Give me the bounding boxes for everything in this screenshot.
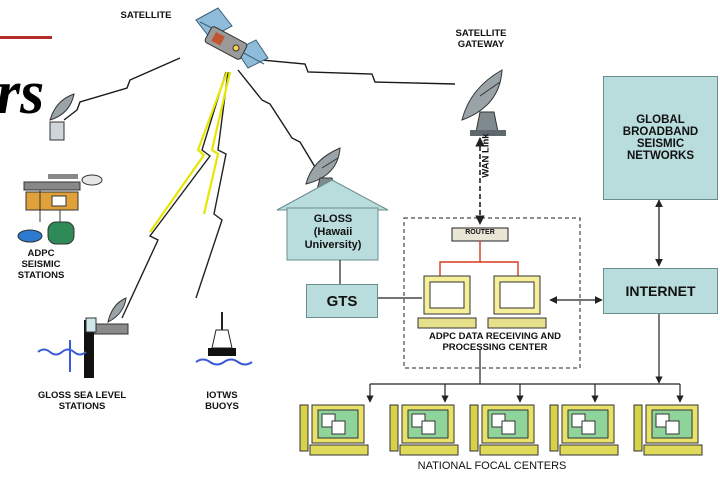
buoy-icon	[195, 312, 253, 366]
satellite-icon	[195, 7, 269, 69]
wan-link-label: WAN Link	[480, 133, 492, 178]
satellite-wireless-links	[63, 57, 456, 319]
gloss-sea-level-stations-label: GLOSS SEA LEVEL STATIONS	[37, 390, 127, 413]
adpc-center-frame	[403, 217, 581, 369]
satellite-gateway-label: SATELLITE GATEWAY	[455, 28, 507, 51]
adpc-workstation-icons	[417, 275, 547, 329]
router-pc-links	[439, 241, 519, 276]
gts-box: GTS	[306, 284, 378, 318]
router-label: ROUTER	[465, 229, 495, 236]
gloss-building-body	[286, 207, 379, 261]
national-focal-centers-label: NATIONAL FOCAL CENTERS	[417, 460, 567, 472]
page-heading-fragment: rs	[0, 59, 45, 127]
satellite-gateway-dish-icon	[461, 69, 506, 136]
focal-distribution-lines	[366, 314, 684, 403]
satellite-label: SATELLITE	[120, 10, 172, 21]
gloss-label: GLOSS (Hawaii University)	[304, 213, 362, 251]
internet-box: INTERNET	[603, 268, 718, 314]
global-broadband-seismic-networks-box: GLOBAL BROADBAND SEISMIC NETWORKS	[603, 76, 718, 200]
iotws-buoys-label: IOTWS BUOYS	[205, 390, 239, 413]
tide-gauge-icon	[37, 297, 129, 378]
national-focal-workstation-icons	[299, 404, 703, 456]
adpc-seismic-stations-label: ADPC SEISMIC STATIONS	[17, 248, 65, 282]
seismic-equipment-icon	[17, 93, 103, 245]
title-accent-bar	[0, 36, 52, 39]
gloss-building-roof	[276, 179, 389, 211]
adpc-center-label: ADPC DATA RECEIVING AND PROCESSING CENTE…	[429, 331, 561, 354]
